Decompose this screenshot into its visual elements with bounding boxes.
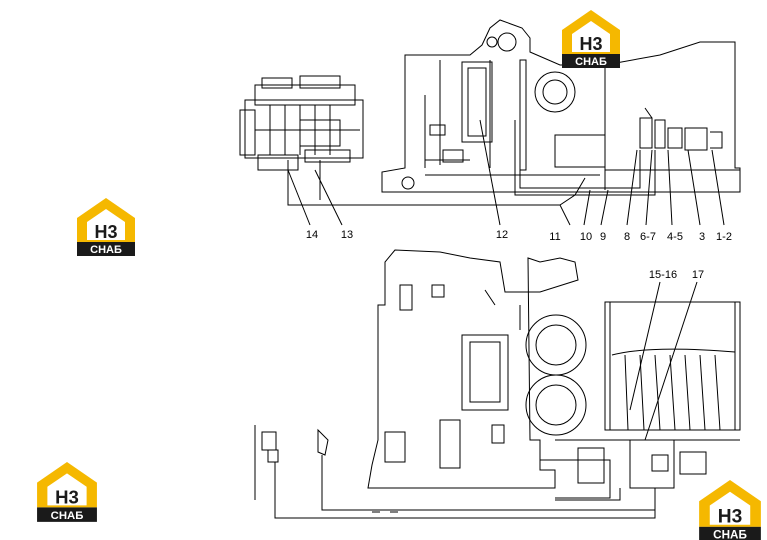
top-callout-6-7: 6-7	[640, 231, 656, 243]
chassis-bottom	[367, 249, 587, 489]
bottom-callout-17: 17	[692, 269, 704, 281]
svg-text:СНАБ: СНАБ	[575, 56, 607, 68]
bottom-leaders	[629, 281, 698, 441]
top-callout-8: 8	[624, 231, 630, 243]
svg-text:СНАБ: СНАБ	[90, 244, 122, 256]
chassis-top	[381, 19, 741, 193]
svg-text:H3: H3	[579, 34, 602, 54]
bottom-callout-15-16: 15-16	[649, 269, 677, 281]
svg-text:H3: H3	[55, 486, 79, 507]
top-callout-9: 9	[600, 231, 606, 243]
top-callout-11: 11	[549, 231, 560, 243]
top-callout-4-5: 4-5	[667, 231, 683, 243]
top-callout-10: 10	[580, 231, 592, 243]
top-callout-3: 3	[699, 231, 705, 243]
valve-block	[540, 439, 740, 501]
svg-text:СНАБ: СНАБ	[713, 529, 747, 540]
callouts-bottom: 15-16 17	[649, 269, 704, 281]
svg-text:СНАБ: СНАБ	[51, 510, 84, 522]
engine-drawing	[239, 75, 364, 171]
svg-text:H3: H3	[718, 507, 743, 528]
top-leaders	[287, 119, 725, 226]
top-callout-1-2: 1-2	[716, 231, 732, 243]
top-callout-12: 12	[496, 229, 508, 241]
top-callout-13: 13	[341, 229, 353, 241]
harness-bottom	[254, 425, 656, 519]
top-callout-14: 14	[306, 229, 318, 241]
tank-grid	[604, 301, 741, 431]
svg-text:H3: H3	[94, 222, 117, 242]
callouts-top: 14 13 12 11 10 9 8 6-7 4-5 3 1-2	[306, 229, 732, 243]
